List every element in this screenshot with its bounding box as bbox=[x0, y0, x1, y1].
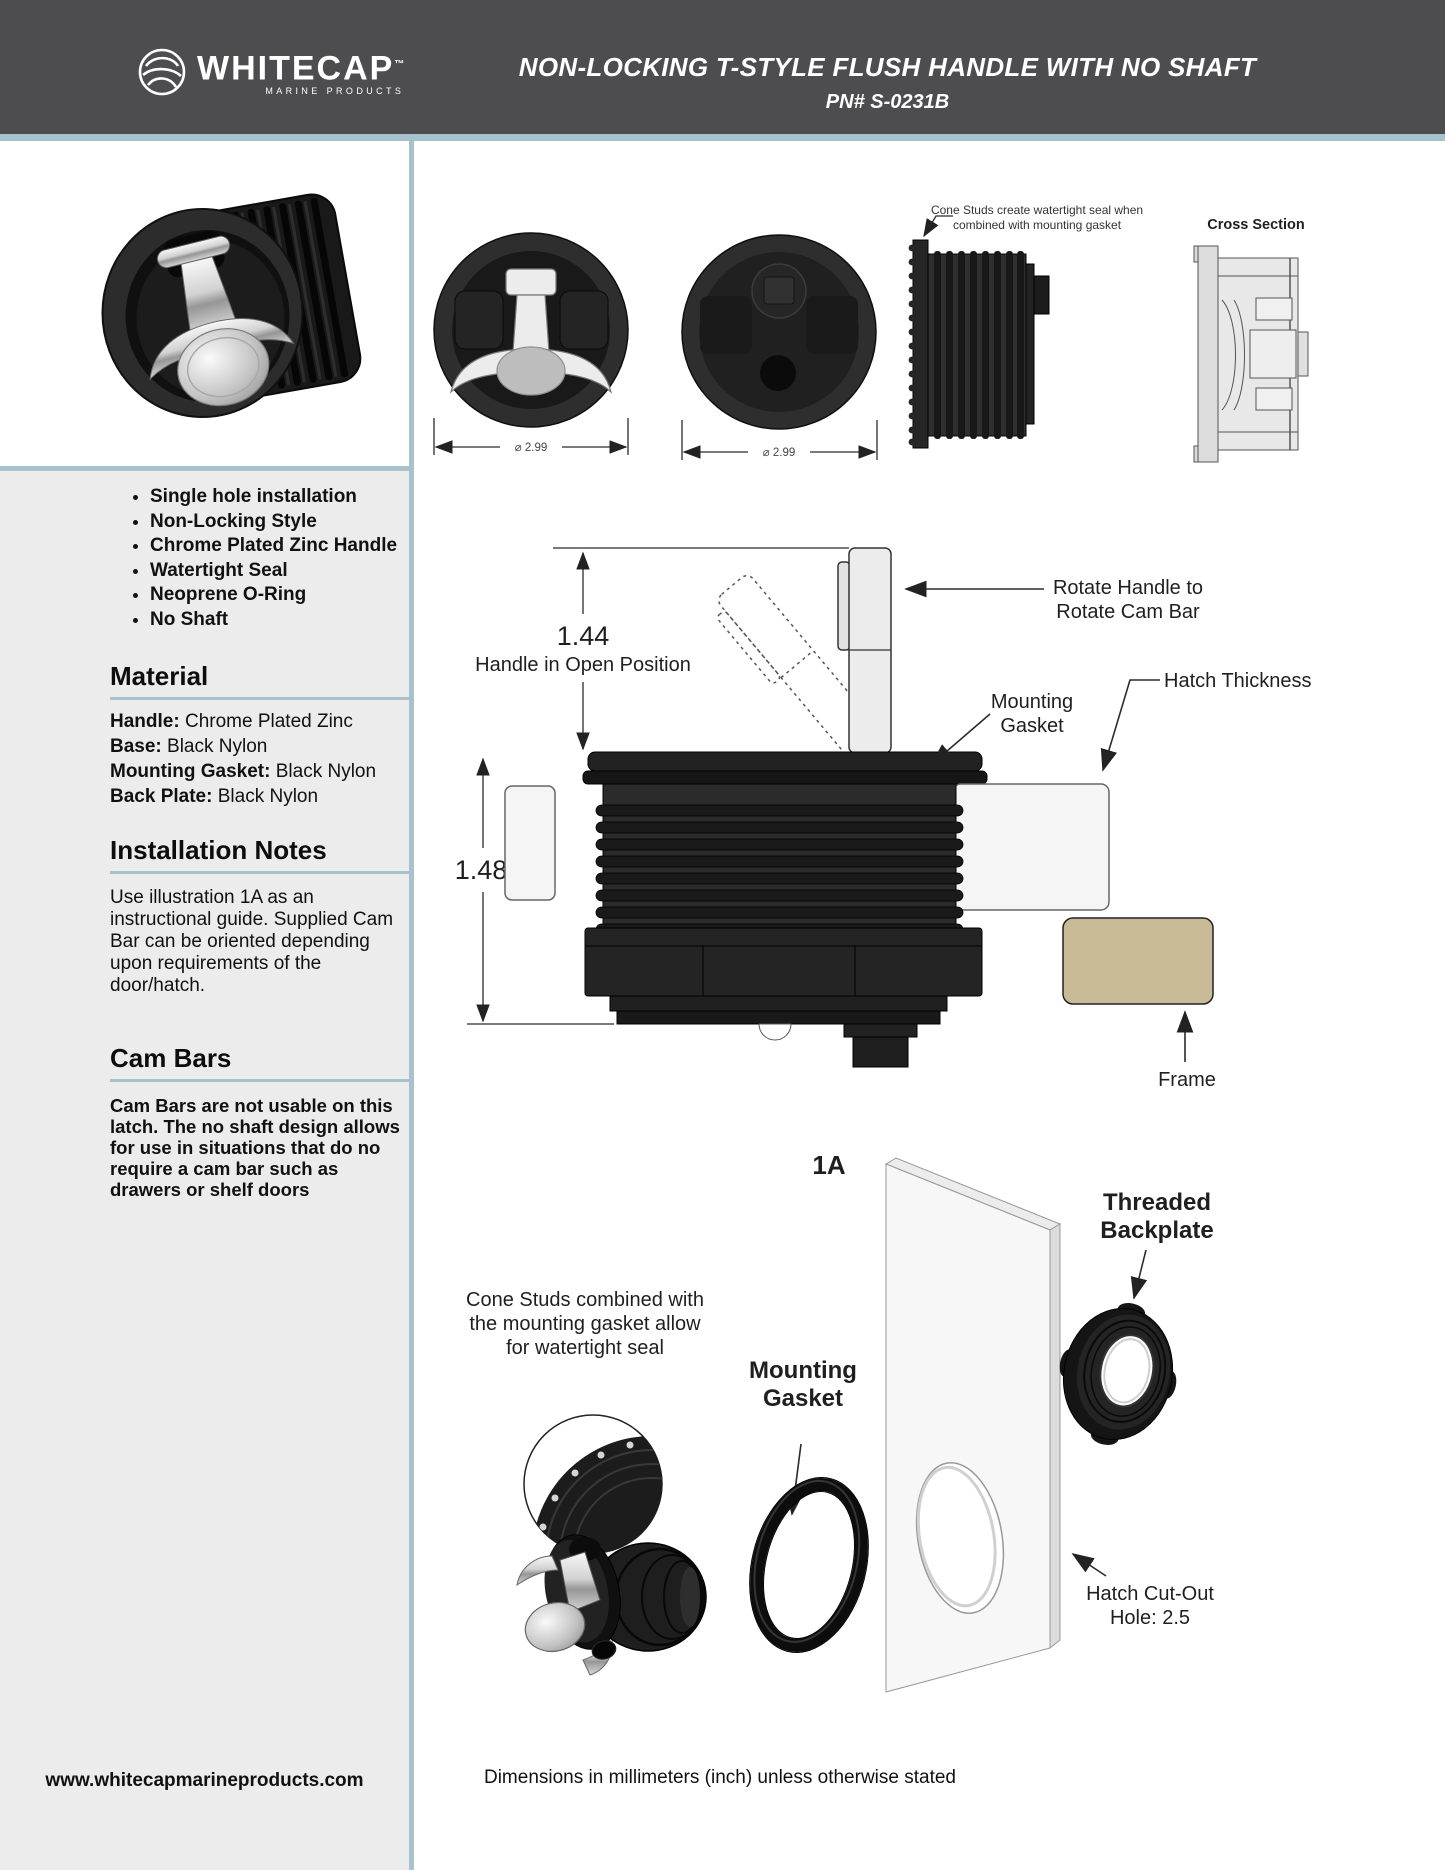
dimension-note: Dimensions in millimeters (inch) unless … bbox=[483, 1767, 956, 1788]
cone-studs-note-line1: Cone Studs create watertight seal when bbox=[931, 203, 1143, 217]
back-diameter-dim: ⌀ 2.99 bbox=[763, 447, 796, 459]
part-number: PN# S-0231B bbox=[825, 91, 950, 113]
material-row: Back Plate: Black Nylon bbox=[110, 786, 319, 807]
hatch-cutout-callout: Hatch Cut-Out Hole: 2.5 bbox=[1071, 1552, 1214, 1629]
orthographic-views-drawing: ⌀ 2.99 ⌀ 2.99 bbox=[433, 203, 1309, 463]
figure-label-1a: 1A bbox=[812, 1150, 845, 1180]
hatch-right bbox=[952, 783, 1110, 911]
feature-item: Non-Locking Style bbox=[150, 510, 401, 534]
hatch-left bbox=[504, 785, 556, 901]
side-view: Cone Studs create watertight seal when c… bbox=[908, 203, 1143, 449]
brand-name: WHITECAP bbox=[197, 49, 395, 88]
page-title: NON-LOCKING T-STYLE FLUSH HANDLE WITH NO… bbox=[518, 52, 1257, 82]
brand-trademark: ™ bbox=[394, 58, 405, 70]
feature-list: Single hole installationNon-Locking Styl… bbox=[0, 485, 409, 631]
cam-bars-heading: Cam Bars bbox=[110, 1043, 409, 1082]
feature-item: Neoprene O-Ring bbox=[150, 583, 401, 607]
backplate-section bbox=[584, 927, 983, 1068]
depth-dimension: 1.48 bbox=[455, 757, 614, 1025]
rotate-label-line1: Rotate Handle to bbox=[1053, 577, 1203, 599]
feature-item: Single hole installation bbox=[150, 485, 401, 509]
cross-section-label: Cross Section bbox=[1207, 217, 1305, 233]
mounting-gasket-ring bbox=[749, 1477, 869, 1653]
cam-bars-body: Cam Bars are not usable on this latch. T… bbox=[110, 1095, 400, 1200]
sidebar: Single hole installationNon-Locking Styl… bbox=[0, 141, 414, 1870]
threaded-backplate-ring bbox=[1059, 1303, 1177, 1445]
cone-note-line2: the mounting gasket allow bbox=[469, 1313, 701, 1335]
cross-section-view: Cross Section bbox=[1193, 217, 1309, 463]
frame-callout: Frame bbox=[1158, 1010, 1216, 1090]
t-handle-front bbox=[449, 268, 613, 396]
mounting-gasket-section bbox=[582, 751, 988, 785]
open-height-label: Handle in Open Position bbox=[475, 654, 691, 676]
back-view: ⌀ 2.99 bbox=[681, 234, 878, 460]
cutout-label-line1: Hatch Cut-Out bbox=[1086, 1583, 1214, 1605]
installation-notes-section: Installation Notes Use illustration 1A a… bbox=[110, 835, 409, 997]
product-photo bbox=[0, 141, 409, 471]
depth-dim: 1.48 bbox=[455, 855, 508, 885]
front-view: ⌀ 2.99 bbox=[433, 232, 629, 455]
mounting-gasket-label-line2: Gasket bbox=[1000, 715, 1064, 737]
threaded-body-section bbox=[595, 783, 964, 941]
material-row: Base: Black Nylon bbox=[110, 736, 268, 757]
backplate-label-line1: Threaded bbox=[1103, 1189, 1211, 1216]
latch-assembly bbox=[516, 1534, 707, 1676]
panel-hole bbox=[915, 1462, 1005, 1614]
installation-notes-heading: Installation Notes bbox=[110, 835, 409, 874]
exploded-mounting-gasket-callout: Mounting Gasket bbox=[749, 1357, 857, 1516]
brand-logo: WHITECAP™ MARINE PRODUCTS bbox=[136, 46, 404, 98]
product-photo-drawing bbox=[101, 193, 362, 418]
frame-block bbox=[1062, 917, 1214, 1005]
material-row: Mounting Gasket: Black Nylon bbox=[110, 761, 377, 782]
cutout-label-line2: Hole: 2.5 bbox=[1110, 1607, 1190, 1629]
hatch-thickness-callout: Hatch Thickness bbox=[1100, 670, 1311, 772]
material-heading: Material bbox=[110, 661, 409, 700]
exp-mounting-gasket-line1: Mounting bbox=[749, 1357, 857, 1384]
open-height-dim: 1.44 bbox=[557, 621, 610, 651]
installed-section-drawing: 1.44 Handle in Open Position 1.48 bbox=[455, 547, 1311, 1090]
handle-open bbox=[837, 547, 892, 754]
title-block: NON-LOCKING T-STYLE FLUSH HANDLE WITH NO… bbox=[430, 52, 1345, 114]
material-row: Handle: Chrome Plated Zinc bbox=[110, 711, 353, 732]
cone-studs-callout: Cone Studs combined with the mounting ga… bbox=[466, 1289, 704, 1359]
mounting-gasket-callout: Mounting Gasket bbox=[930, 691, 1073, 766]
cone-note-line3: for watertight seal bbox=[506, 1337, 664, 1359]
feature-item: Watertight Seal bbox=[150, 559, 401, 583]
open-height-dimension: 1.44 Handle in Open Position bbox=[475, 547, 849, 751]
rotate-label-line2: Rotate Cam Bar bbox=[1056, 601, 1200, 623]
rotate-handle-callout: Rotate Handle to Rotate Cam Bar bbox=[904, 577, 1203, 623]
installation-notes-body: Use illustration 1A as an instructional … bbox=[110, 887, 394, 996]
whitecap-swirl-icon bbox=[138, 48, 186, 96]
exploded-view-drawing: 1A Cone Studs combined with the mounting… bbox=[466, 1150, 1214, 1693]
front-diameter-dim: ⌀ 2.99 bbox=[515, 442, 548, 454]
header: WHITECAP™ MARINE PRODUCTS NON-LOCKING T-… bbox=[0, 0, 1445, 141]
cone-note-line1: Cone Studs combined with bbox=[466, 1289, 704, 1311]
sidebar-content: Single hole installationNon-Locking Styl… bbox=[0, 471, 409, 1200]
brand-text: WHITECAP™ MARINE PRODUCTS bbox=[197, 48, 404, 96]
exp-mounting-gasket-line2: Gasket bbox=[763, 1385, 843, 1412]
cam-bars-section: Cam Bars Cam Bars are not usable on this… bbox=[110, 1043, 409, 1200]
brand-subtitle: MARINE PRODUCTS bbox=[265, 86, 405, 97]
cone-studs-note-line2: combined with mounting gasket bbox=[953, 218, 1122, 232]
backplate-label-line2: Backplate bbox=[1100, 1217, 1213, 1244]
website-url: www.whitecapmarineproducts.com bbox=[45, 1770, 364, 1791]
frame-label: Frame bbox=[1158, 1069, 1216, 1090]
chrome-t-handle bbox=[149, 230, 295, 407]
hatch-panel bbox=[884, 1157, 1062, 1693]
feature-item: No Shaft bbox=[150, 608, 401, 632]
hatch-thickness-label: Hatch Thickness bbox=[1164, 670, 1311, 692]
backplate-callout: Threaded Backplate bbox=[1100, 1189, 1214, 1300]
mounting-gasket-label-line1: Mounting bbox=[991, 691, 1073, 713]
feature-item: Chrome Plated Zinc Handle bbox=[150, 534, 401, 558]
